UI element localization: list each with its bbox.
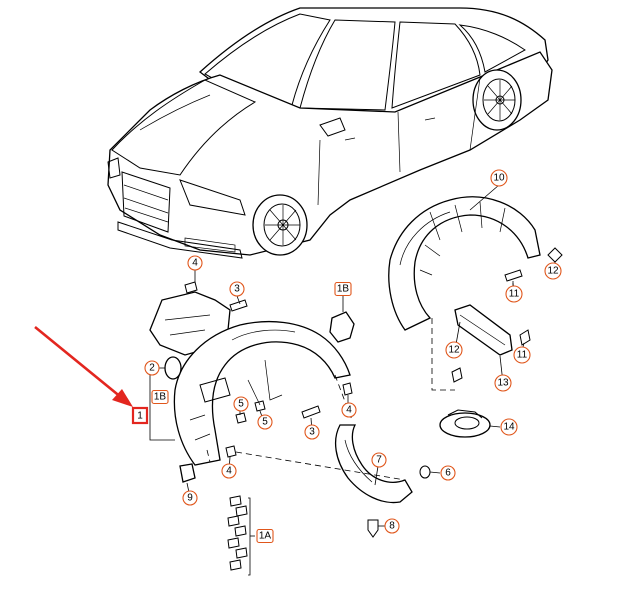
callout-text: 4 bbox=[192, 258, 198, 269]
rear-wheel-arch-liner bbox=[388, 196, 563, 331]
callout-text: 8 bbox=[389, 521, 395, 532]
callout-text: 4 bbox=[226, 466, 232, 477]
callout-3[interactable]: 3 bbox=[229, 281, 245, 297]
callout-marker bbox=[304, 424, 320, 440]
callout-marker bbox=[500, 418, 518, 436]
callout-13[interactable]: 13 bbox=[494, 374, 512, 392]
callout-marker bbox=[513, 346, 531, 364]
screw-set-1A bbox=[227, 495, 251, 576]
callout-text: 11 bbox=[509, 289, 520, 300]
callout-text: 13 bbox=[497, 378, 509, 389]
callout-14[interactable]: 14 bbox=[500, 418, 518, 436]
callout-text: 11 bbox=[517, 350, 528, 361]
selected-callout-1[interactable]: 1 bbox=[131, 406, 149, 425]
callout-marker bbox=[505, 285, 523, 303]
callout-text: 7 bbox=[376, 455, 382, 466]
callout-labels: 10 12 11 4 3 1B 12 11 13 2 1B 5 5 4 3 14 4 7 6 9 8 1A bbox=[144, 169, 562, 544]
callout-11[interactable]: 11 bbox=[513, 346, 531, 364]
callout-text: 1B bbox=[154, 392, 167, 403]
callout-marker bbox=[233, 396, 249, 412]
callout-5[interactable]: 5 bbox=[257, 414, 273, 430]
callout-text: 5 bbox=[238, 399, 244, 410]
callout-marker bbox=[341, 402, 357, 418]
callout-text: 5 bbox=[262, 417, 268, 428]
callout-9[interactable]: 9 bbox=[182, 490, 198, 506]
callout-marker bbox=[490, 169, 508, 187]
callout-marker bbox=[182, 490, 198, 506]
callout-marker bbox=[494, 374, 512, 392]
front-wheel-arch-liner bbox=[149, 281, 431, 576]
callout-5[interactable]: 5 bbox=[233, 396, 249, 412]
callout-1B[interactable]: 1B bbox=[334, 281, 352, 297]
callout-7[interactable]: 7 bbox=[371, 452, 387, 468]
callout-marker bbox=[445, 341, 463, 359]
callout-4[interactable]: 4 bbox=[221, 463, 237, 479]
callout-text: 12 bbox=[547, 266, 559, 277]
callout-text: 10 bbox=[493, 173, 505, 184]
callout-text: 2 bbox=[149, 363, 155, 374]
callout-3[interactable]: 3 bbox=[304, 424, 320, 440]
callout-11[interactable]: 11 bbox=[505, 285, 523, 303]
callout-text: 9 bbox=[187, 493, 193, 504]
callout-marker bbox=[384, 518, 400, 534]
highlight-arrow bbox=[34, 325, 133, 407]
part-14 bbox=[439, 409, 491, 438]
callout-marker bbox=[151, 389, 169, 405]
callout-marker bbox=[187, 255, 203, 271]
selected-callout-label: 1 bbox=[137, 411, 143, 422]
callout-marker bbox=[144, 360, 160, 376]
callout-12[interactable]: 12 bbox=[445, 341, 463, 359]
callout-text: 6 bbox=[445, 468, 451, 479]
callout-text: 1B bbox=[337, 284, 350, 295]
callout-text: 14 bbox=[503, 422, 515, 433]
callout-text: 12 bbox=[448, 345, 460, 356]
callout-2[interactable]: 2 bbox=[144, 360, 160, 376]
car-illustration bbox=[107, 7, 553, 259]
callout-6[interactable]: 6 bbox=[440, 465, 456, 481]
callout-4[interactable]: 4 bbox=[187, 255, 203, 271]
callout-4[interactable]: 4 bbox=[341, 402, 357, 418]
callout-12[interactable]: 12 bbox=[544, 262, 562, 280]
callout-text: 4 bbox=[346, 405, 352, 416]
callout-text: 3 bbox=[309, 427, 315, 438]
callout-marker bbox=[256, 528, 274, 544]
callout-marker bbox=[257, 414, 273, 430]
callout-marker bbox=[440, 465, 456, 481]
callout-8[interactable]: 8 bbox=[384, 518, 400, 534]
callout-10[interactable]: 10 bbox=[490, 169, 508, 187]
callout-1A[interactable]: 1A bbox=[256, 528, 274, 544]
callout-text: 3 bbox=[234, 284, 240, 295]
callout-text: 1A bbox=[259, 531, 272, 542]
callout-marker bbox=[544, 262, 562, 280]
callout-marker bbox=[334, 281, 352, 297]
callout-marker bbox=[221, 463, 237, 479]
callout-1B[interactable]: 1B bbox=[151, 389, 169, 405]
callout-marker bbox=[229, 281, 245, 297]
callout-marker bbox=[371, 452, 387, 468]
bracket-13 bbox=[451, 304, 531, 383]
